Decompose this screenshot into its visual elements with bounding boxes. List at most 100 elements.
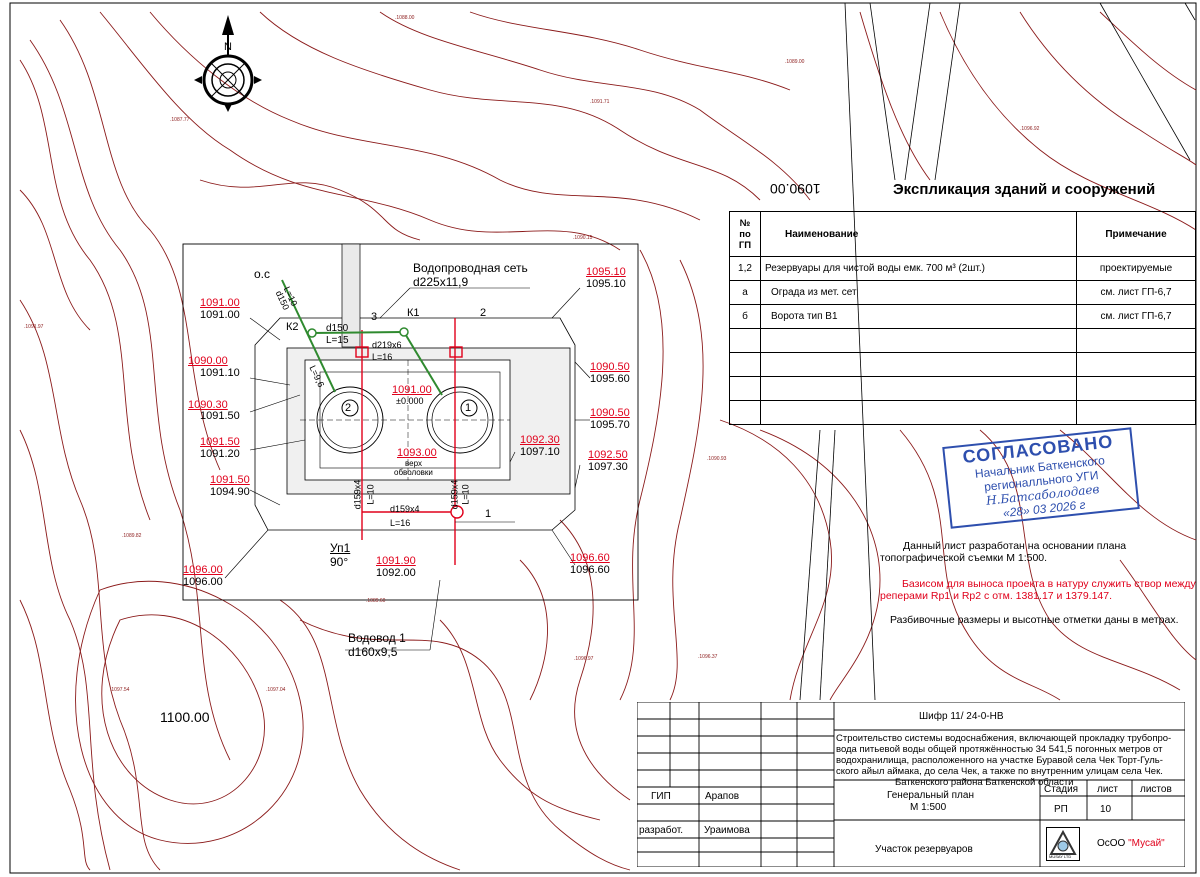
spot-elevation: .1091.71	[590, 99, 610, 105]
table-row	[729, 400, 1196, 425]
spot-elevation: .1096.97	[574, 656, 594, 662]
existing-elevation: 1095.70	[590, 419, 630, 431]
table-row: а Ограда из мет. сет см. лист ГП-6,7	[729, 280, 1196, 305]
contour-label: 1100.00	[160, 709, 210, 725]
existing-elevation: 1091.00	[200, 309, 240, 321]
pipe-label: d150	[326, 323, 349, 334]
design-elevation: 1090.30	[188, 399, 228, 411]
spot-elevation: .1096.37	[698, 654, 718, 660]
row-note: проектируемые	[1076, 256, 1196, 281]
sheet-title: Генеральный план	[887, 790, 974, 801]
organization: ОсОО "Мусай"	[1097, 838, 1165, 849]
row-note: см. лист ГП-6,7	[1076, 304, 1196, 329]
node-label: 2	[480, 307, 487, 319]
project-line: ского айыл аймака, до села Чек, а также …	[836, 766, 1163, 777]
sheets-label: листов	[1140, 784, 1172, 795]
design-elevation: 1091.90	[376, 555, 416, 567]
row-name: Резервуары для чистой воды емк. 700 м³ (…	[760, 256, 1077, 281]
design-elevation: 1095.10	[586, 266, 626, 278]
design-elevation: 1092.30	[520, 434, 560, 446]
spot-elevation: .1087.77	[170, 117, 190, 123]
pipe-label: L=16	[390, 518, 411, 528]
spot-elevation: .1089.60	[366, 598, 386, 604]
pipe-label: d159x4	[352, 479, 363, 510]
explication-header-name: Наименование	[760, 211, 1077, 257]
table-row: 1,2 Резервуары для чистой воды емк. 700 …	[729, 256, 1196, 281]
design-elevation: 1090.50	[590, 407, 630, 419]
top-note: верх	[405, 459, 422, 468]
existing-elevation: 1096.60	[570, 564, 610, 576]
note-3: Разбивочные размеры и высотные отметки д…	[890, 614, 1179, 626]
water-main-pipe: d160x9,5	[348, 645, 398, 659]
project-line: Строительство системы водоснабжения, вкл…	[836, 733, 1172, 744]
pipe-label: d159x4	[449, 479, 460, 510]
dev-role: разработ.	[639, 825, 684, 836]
existing-elevation: 1097.30	[588, 461, 628, 473]
project-line: Баткенского района Баткенской области	[895, 777, 1074, 788]
contour-label: 1090.00	[770, 181, 821, 197]
existing-elevation: 1095.10	[586, 278, 626, 290]
pipe-label: d219x6	[372, 340, 402, 350]
pipe-label: L=16	[372, 352, 393, 362]
existing-elevation: 1091.10	[200, 367, 240, 379]
site-boundary	[182, 243, 639, 601]
water-main-label: Водовод 1	[348, 631, 406, 645]
compass-rose-icon	[194, 15, 262, 112]
existing-elevation: 1091.50	[200, 410, 240, 422]
node-label: 1	[485, 508, 492, 520]
explication-header-num: № по ГП	[729, 211, 761, 257]
top-note: обволовки	[394, 468, 433, 477]
design-elevation: 1096.60	[570, 552, 610, 564]
top-elevation: 1093.00	[397, 447, 437, 459]
company-logo-icon: MUSAY LTD	[1046, 827, 1080, 861]
row-num: 1,2	[729, 256, 761, 281]
title-block: Шифр 11/ 24-0-НВ Строительство системы в…	[637, 702, 1185, 867]
existing-elevation: 1092.00	[376, 567, 416, 579]
center-design-elevation: 1091.00	[392, 384, 432, 396]
explication-header-note: Примечание	[1076, 211, 1196, 257]
pipe-label: L=10	[365, 484, 376, 505]
pipe-label: L=15	[326, 335, 349, 346]
existing-elevation: 1097.10	[520, 446, 560, 458]
area-name: Участок резервуаров	[875, 844, 973, 855]
stamp-year: 2026 г	[1048, 497, 1087, 516]
dev-name: Ураимова	[704, 825, 750, 836]
stage-label: Стадия	[1044, 784, 1079, 795]
well-label: К2	[286, 321, 299, 333]
spot-elevation: .1097.04	[266, 687, 286, 693]
sheet-value: 10	[1100, 804, 1112, 815]
note-1b: топографической съемки М 1:500.	[880, 552, 1048, 564]
tank-number: 2	[345, 402, 352, 414]
design-elevation: 1091.50	[210, 474, 250, 486]
row-num: а	[729, 280, 761, 305]
gip-role: ГИП	[651, 791, 671, 802]
existing-elevation: 1091.20	[200, 448, 240, 460]
design-elevation: 1090.00	[188, 355, 228, 367]
existing-elevation: 1095.60	[590, 373, 630, 385]
turn-angle: 90°	[330, 555, 349, 569]
stamp-month: 03	[1032, 501, 1048, 517]
node-label: 3	[371, 311, 378, 323]
note-2a: Базисом для выноса проекта в натуру служ…	[902, 578, 1196, 590]
row-name: Ограда из мет. сет	[760, 280, 1077, 305]
row-num: б	[729, 304, 761, 329]
gip-name: Арапов	[705, 791, 740, 802]
note-2b: реперами Rp1 и Rp2 с отм. 1381.17 и 1379…	[880, 590, 1113, 602]
spot-elevation: .1097.54	[110, 687, 130, 693]
ks-label: о.с	[254, 267, 271, 281]
pipe-label: d159x4	[390, 504, 420, 514]
design-elevation: 1096.00	[183, 564, 223, 576]
project-line: водохранилища, расположенного на участке…	[836, 755, 1163, 766]
spot-elevation: .1089.82	[122, 533, 142, 539]
row-note: см. лист ГП-6,7	[1076, 280, 1196, 305]
existing-elevation: 1096.00	[183, 576, 223, 588]
table-row	[729, 352, 1196, 377]
table-row: б Ворота тип В1 см. лист ГП-6,7	[729, 304, 1196, 329]
stamp-day: «28»	[1002, 503, 1031, 521]
cipher: Шифр 11/ 24-0-НВ	[919, 711, 1004, 722]
spot-elevation: .1090.15	[573, 235, 593, 241]
row-name: Ворота тип В1	[760, 304, 1077, 329]
spot-elevation: .1088.00	[395, 15, 415, 21]
zero-mark: ±0.000	[396, 396, 424, 406]
